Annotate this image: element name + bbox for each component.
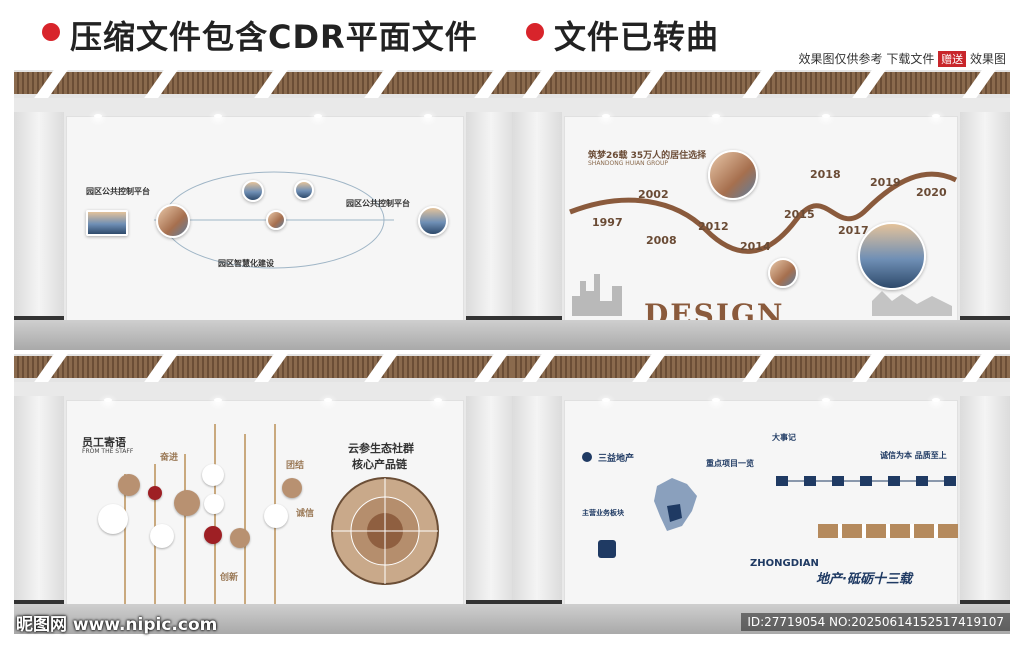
- message-bubble: [150, 524, 174, 548]
- city-photo: [858, 222, 926, 290]
- value-word-2: 团结: [286, 461, 305, 471]
- year-2012: 2012: [698, 220, 729, 233]
- floor: [14, 320, 516, 350]
- staff-title-en: FROM THE STAFF: [82, 448, 134, 455]
- family-photo: [708, 150, 758, 200]
- message-bubble: [118, 474, 140, 496]
- round-photo: [294, 180, 314, 200]
- ceiling: [512, 354, 1010, 382]
- brand-name: ZHONGDIAN: [750, 558, 819, 569]
- header-title-right: 文件已转曲: [554, 18, 720, 56]
- header-note: 效果图仅供参考 下载文件 赠送 效果图: [798, 50, 1006, 67]
- chain-title-1: 云参生态社群: [348, 442, 414, 455]
- floor: [14, 604, 516, 634]
- message-bubble: [202, 464, 224, 486]
- year-2020: 2020: [916, 186, 947, 199]
- ceiling: [14, 70, 516, 98]
- section-projects: 重点项目一览: [706, 459, 754, 468]
- ceiling: [14, 354, 516, 382]
- project-photo-strip: [818, 524, 958, 538]
- render-panel-staff: 员工寄语 FROM THE STAFF 奋进 团结 诚信 创新 云参生态社群 核…: [14, 354, 516, 634]
- message-bubble: [282, 478, 302, 498]
- round-photo: [418, 206, 448, 236]
- render-panel-company: 三益地产 重点项目一览 大事记 主营业务板块 诚信为本 品质至上 ZHONGDI…: [512, 354, 1010, 634]
- year-1997: 1997: [592, 216, 623, 229]
- chain-title-2: 核心产品链: [352, 458, 407, 471]
- platform-title-c: 园区智慧化建设: [218, 259, 274, 268]
- site-watermark: 昵图网 www.nipic.com: [16, 615, 218, 635]
- message-bubble: [264, 504, 288, 528]
- message-bubble: [148, 486, 162, 500]
- timeline-heading: 筑梦26载 35万人的居住选择: [588, 151, 707, 161]
- timeline-curve: [569, 171, 958, 254]
- platform-title-a: 园区公共控制平台: [86, 187, 150, 196]
- note-badge: 赠送: [938, 51, 967, 67]
- floor: [512, 604, 1010, 634]
- timeline-subheading: SHANDONG HUIAN GROUP: [588, 160, 669, 167]
- round-photo: [156, 204, 190, 238]
- note-prefix: 效果图仅供参考 下载文件: [798, 52, 935, 66]
- city-photo: [86, 210, 128, 236]
- year-2008: 2008: [646, 234, 677, 247]
- note-suffix: 效果图: [969, 52, 1006, 66]
- logo-dot-icon: [582, 452, 592, 462]
- message-bubble: [204, 494, 224, 514]
- round-photo: [242, 180, 264, 202]
- ceiling: [512, 70, 1010, 98]
- province-map: [654, 478, 697, 531]
- header-bar: 压缩文件包含CDR平面文件 文件已转曲 效果图仅供参考 下载文件 赠送 效果图: [0, 0, 1024, 70]
- year-2019: 2019: [870, 176, 901, 189]
- year-2002: 2002: [638, 188, 669, 201]
- year-2015: 2015: [784, 208, 815, 221]
- bullet-dot-icon: [526, 23, 544, 41]
- platform-title-b: 园区公共控制平台: [346, 199, 410, 208]
- value-word-4: 创新: [220, 573, 239, 583]
- company-slogan: 诚信为本 品质至上: [880, 451, 947, 460]
- value-word-3: 诚信: [296, 509, 315, 519]
- year-2017: 2017: [838, 224, 869, 237]
- display-wall: [66, 116, 464, 322]
- message-bubble: [204, 526, 222, 544]
- company-logo: 三益地产: [598, 454, 635, 464]
- display-wall: [564, 400, 958, 606]
- section-business: 主营业务板块: [582, 509, 624, 517]
- value-word-1: 奋进: [160, 453, 179, 463]
- year-2018: 2018: [810, 168, 841, 181]
- render-panel-timeline: 筑梦26载 35万人的居住选择 SHANDONG HUIAN GROUP 199…: [512, 70, 1010, 350]
- floor: [512, 320, 1010, 350]
- family-photo: [768, 258, 798, 288]
- header-title-left: 压缩文件包含CDR平面文件: [70, 18, 478, 56]
- image-id-bar: ID:27719054 NO:20250614152517419107: [741, 613, 1010, 631]
- section-milestones: 大事记: [772, 433, 796, 442]
- message-bubble: [230, 528, 250, 548]
- message-bubble: [174, 490, 200, 516]
- bullet-dot-icon: [42, 23, 60, 41]
- staff-title: 员工寄语: [82, 436, 126, 449]
- milestone-track: [776, 476, 956, 486]
- calligraphy-slogan: 地产·砥砺十三载: [816, 572, 912, 587]
- product-chain-wheel: [331, 477, 439, 585]
- year-2014: 2014: [740, 240, 771, 253]
- render-panel-smart-park: 园区公共控制平台 园区公共控制平台 园区智慧化建设: [14, 70, 516, 350]
- message-bubble: [98, 504, 128, 534]
- skyline-silhouette: [572, 274, 952, 316]
- business-icon: [598, 540, 616, 558]
- round-photo: [266, 210, 286, 230]
